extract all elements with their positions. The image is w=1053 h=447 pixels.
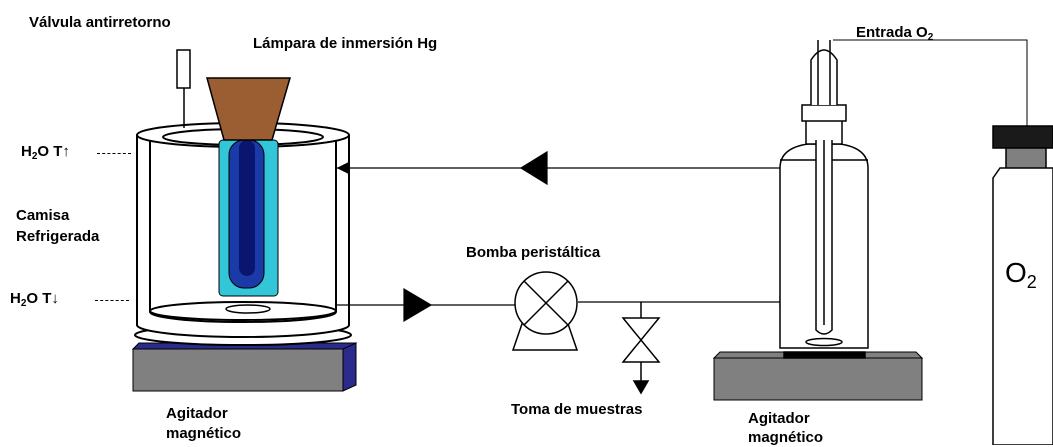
lamp-label: Lámpara de inmersión Hg: [253, 35, 438, 52]
water-inlet-label: H2O T↓: [10, 290, 59, 309]
right-stirrer-label-line2: magnético: [748, 429, 824, 446]
oxygen-line: [833, 39, 1028, 126]
left-stirrer-plate: [131, 342, 358, 392]
oxygen-inlet-label: Entrada O2: [856, 24, 934, 43]
reservoir-flask: [779, 40, 869, 359]
oxygen-cylinder: [992, 125, 1053, 445]
right-stirrer-label-line1: Agitador: [748, 410, 810, 427]
pump-label: Bomba peristáltica: [466, 244, 601, 261]
immersion-lamp: [206, 77, 291, 314]
return-line: [336, 150, 780, 186]
sampling-label: Toma de muestras: [511, 401, 643, 418]
jacket-label-line1: Camisa: [16, 207, 70, 224]
right-stirrer-plate: [712, 351, 924, 401]
left-stirrer-label-line2: magnético: [166, 425, 242, 442]
check-valve-label: Válvula antirretorno: [29, 14, 171, 31]
water-outlet-line: [97, 153, 131, 154]
water-outlet-label: H2O T↑: [21, 143, 70, 162]
peristaltic-pump: [511, 271, 579, 351]
jacket-label-line2: Refrigerada: [16, 228, 100, 245]
left-stirrer-label-line1: Agitador: [166, 405, 228, 422]
oxygen-cylinder-label: O2: [1005, 257, 1037, 292]
water-inlet-line: [95, 300, 129, 301]
check-valve: [176, 49, 191, 128]
sampling-valve: [621, 302, 661, 395]
